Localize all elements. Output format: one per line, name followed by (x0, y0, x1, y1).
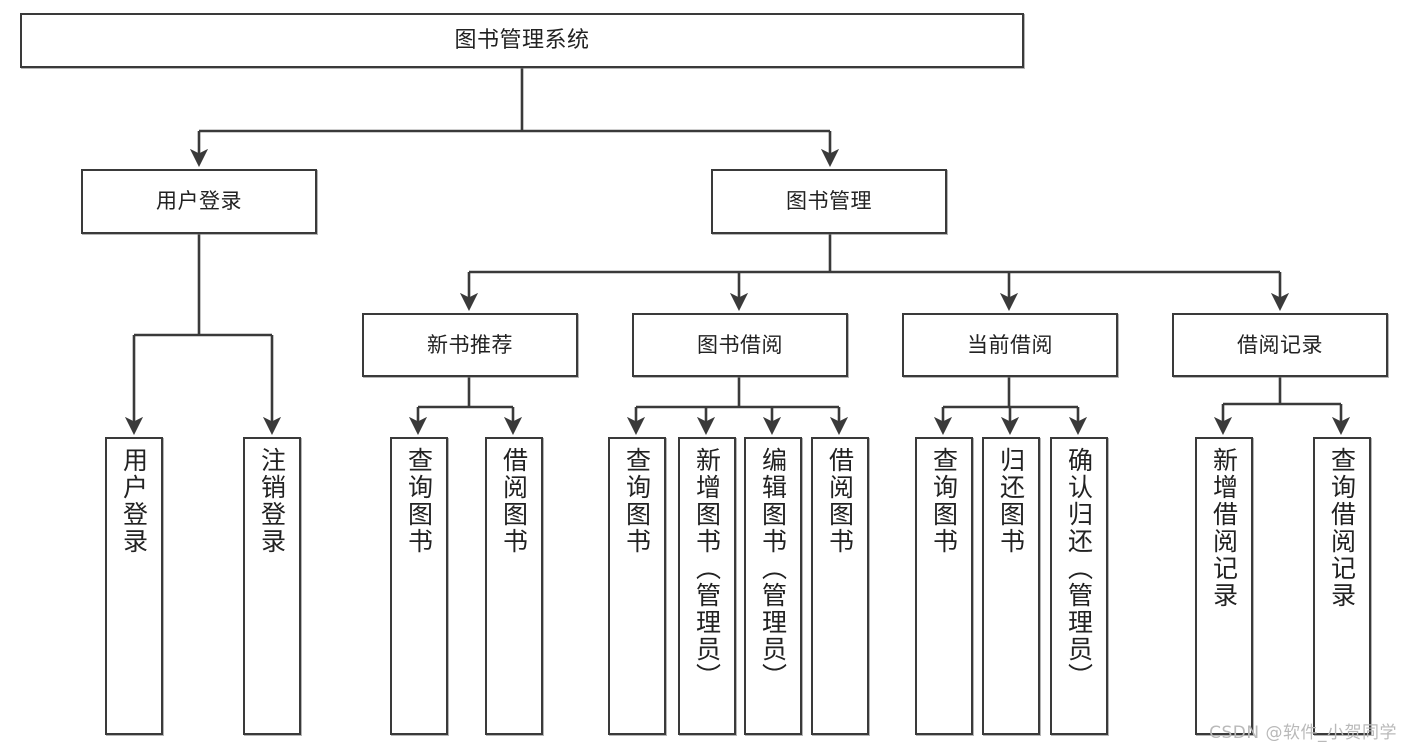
node-leaf-borrow-book-1-label: 借阅图书 (499, 447, 529, 555)
node-leaf-edit-book-label: 编辑图书（管理员） (758, 447, 788, 690)
node-borrow-record-label: 借阅记录 (1237, 332, 1323, 357)
node-leaf-borrow-book-2[interactable]: 借阅图书 (811, 437, 869, 735)
node-leaf-query-record[interactable]: 查询借阅记录 (1313, 437, 1371, 735)
node-leaf-user-login-label: 用户登录 (119, 447, 149, 555)
node-leaf-logout-label: 注销登录 (257, 447, 287, 555)
node-leaf-query-book-2[interactable]: 查询图书 (608, 437, 666, 735)
node-leaf-query-record-label: 查询借阅记录 (1327, 447, 1357, 609)
node-leaf-user-login[interactable]: 用户登录 (105, 437, 163, 735)
node-current-borrow-label: 当前借阅 (967, 332, 1053, 357)
node-root-label: 图书管理系统 (454, 27, 590, 53)
node-leaf-query-book-3[interactable]: 查询图书 (915, 437, 973, 735)
node-borrow-record[interactable]: 借阅记录 (1172, 313, 1388, 377)
watermark-text: CSDN @软件_小贺同学 (1209, 723, 1397, 743)
node-leaf-add-record[interactable]: 新增借阅记录 (1195, 437, 1253, 735)
node-leaf-logout[interactable]: 注销登录 (243, 437, 301, 735)
node-current-borrow[interactable]: 当前借阅 (902, 313, 1118, 377)
node-leaf-borrow-book-2-label: 借阅图书 (825, 447, 855, 555)
node-leaf-query-book-1[interactable]: 查询图书 (390, 437, 448, 735)
node-leaf-return-book-label: 归还图书 (996, 447, 1026, 555)
node-leaf-add-book-label: 新增图书（管理员） (692, 447, 722, 690)
node-book-borrow-label: 图书借阅 (697, 332, 783, 357)
node-book-manage[interactable]: 图书管理 (711, 169, 947, 234)
node-book-borrow[interactable]: 图书借阅 (632, 313, 848, 377)
node-leaf-query-book-1-label: 查询图书 (404, 447, 434, 555)
node-leaf-edit-book[interactable]: 编辑图书（管理员） (744, 437, 802, 735)
node-leaf-add-record-label: 新增借阅记录 (1209, 447, 1239, 609)
node-leaf-borrow-book-1[interactable]: 借阅图书 (485, 437, 543, 735)
node-leaf-add-book[interactable]: 新增图书（管理员） (678, 437, 736, 735)
node-new-book-recommend-label: 新书推荐 (427, 332, 513, 357)
node-leaf-return-book[interactable]: 归还图书 (982, 437, 1040, 735)
node-leaf-confirm-return[interactable]: 确认归还（管理员） (1050, 437, 1108, 735)
node-user-login-label: 用户登录 (156, 189, 242, 214)
node-book-manage-label: 图书管理 (786, 189, 872, 214)
node-leaf-confirm-return-label: 确认归还（管理员） (1064, 447, 1094, 690)
node-user-login[interactable]: 用户登录 (81, 169, 317, 234)
node-new-book-recommend[interactable]: 新书推荐 (362, 313, 578, 377)
node-root[interactable]: 图书管理系统 (20, 13, 1024, 68)
node-leaf-query-book-2-label: 查询图书 (622, 447, 652, 555)
node-leaf-query-book-3-label: 查询图书 (929, 447, 959, 555)
